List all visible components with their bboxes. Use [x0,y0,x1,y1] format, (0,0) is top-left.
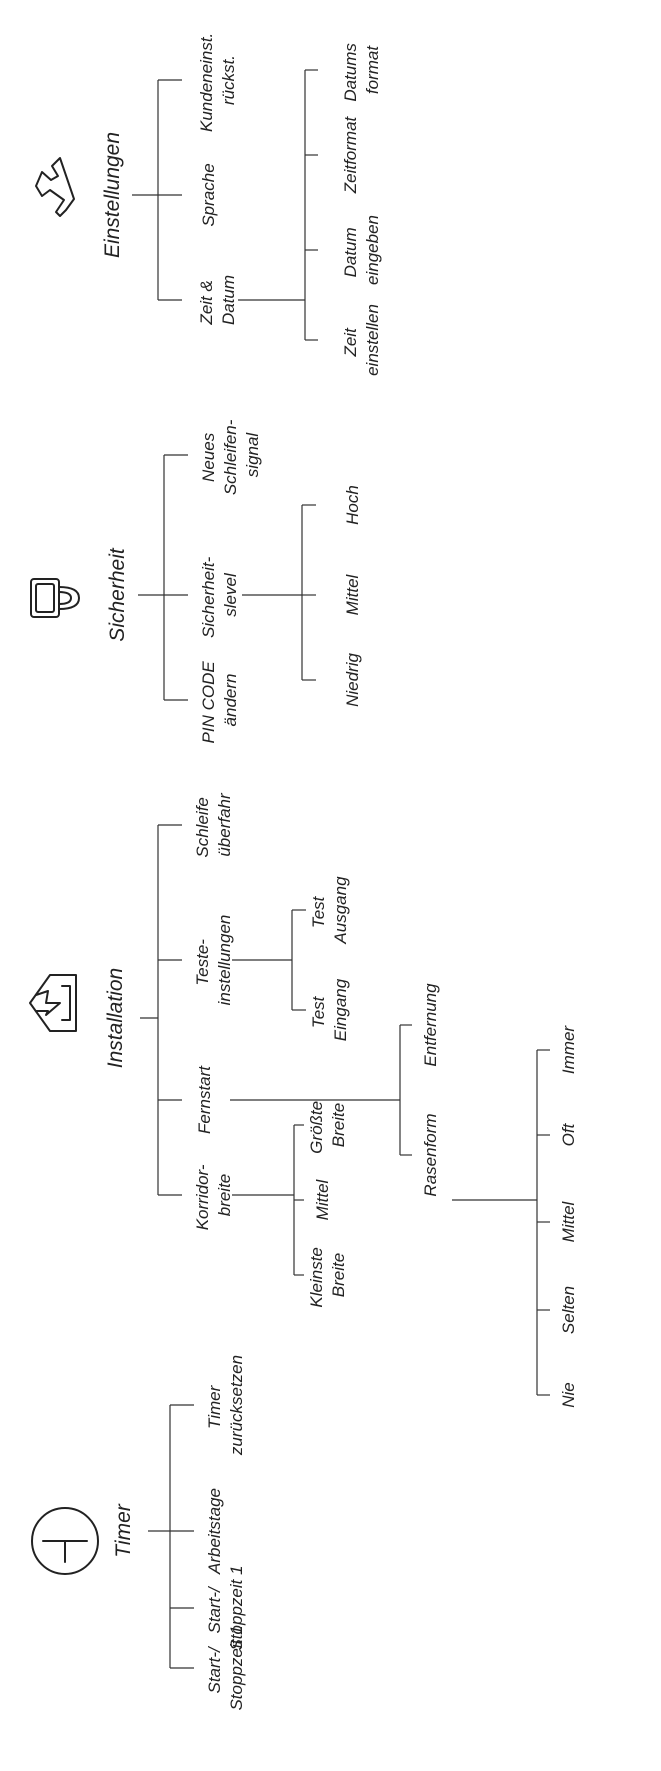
installation-item-testeinstellungen: Teste- instellungen [193,915,234,1006]
installation-item-korridorbreite: Korridor- breite [193,1160,234,1231]
lock-icon [30,578,80,618]
rasenform-mittel: Mittel [559,1200,578,1242]
datum-eingeben: Datum eingeben [341,215,382,285]
rasenform-selten: Selten [559,1286,578,1334]
level-niedrig: Niedrig [343,653,362,707]
timer-item-zuruecksetzen: Timer zurücksetzen [205,1355,246,1456]
timer-icon [31,1507,99,1575]
test-eingang: Test Eingang [309,978,350,1041]
wrench-icon [35,157,75,217]
zeit-einstellen: Zeit einstellen [341,304,382,376]
connector-lines [132,69,550,1669]
sicherheit-item-schleifensignal: Neues Schleifen- signal [199,415,262,495]
timer-item-arbeitstage: Arbeitstage [205,1488,224,1575]
installation-icon [29,974,77,1032]
section-title-sicherheit: Sicherheit [106,547,129,642]
einstellungen-item-kundeneinst: Kundeneinst. rückst. [197,28,238,132]
rasenform-immer: Immer [559,1025,578,1075]
sicherheit-item-level: Sicherheit- slevel [199,552,240,638]
level-mittel: Mittel [343,573,362,615]
einstellungen-item-zeit-datum: Zeit & Datum [197,275,238,326]
korridorbreite-groesste: Größte Breite [307,1096,348,1154]
zeitformat: Zeitformat [341,115,360,194]
timer-item-start-stopp-2: Start-/ Stoppzeit 1 [205,1565,246,1650]
korridorbreite-mittel: Mittel [313,1178,332,1220]
datumsformat: Datums format [341,38,382,101]
rasenform-nie: Nie [559,1382,578,1408]
fernstart-entfernung: Entfernung [421,983,440,1067]
test-ausgang: Test Ausgang [309,876,350,945]
section-title-installation: Installation [104,968,127,1068]
section-title-timer: Timer [112,1503,135,1557]
rasenform-oft: Oft [559,1122,578,1146]
einstellungen-item-sprache: Sprache [199,163,218,226]
level-hoch: Hoch [343,485,362,525]
installation-item-schleife-ueberfahr: Schleife überfahr [193,792,234,858]
sicherheit-item-pin-code: PIN CODE ändern [199,657,240,744]
korridorbreite-kleinste: Kleinste Breite [307,1242,348,1307]
installation-item-fernstart: Fernstart [195,1065,214,1134]
fernstart-rasenform: Rasenform [421,1113,440,1196]
timer-item-start-stopp-1: Start-/ Stoppzeit 1 [205,1625,246,1710]
section-title-einstellungen: Einstellungen [101,132,124,258]
